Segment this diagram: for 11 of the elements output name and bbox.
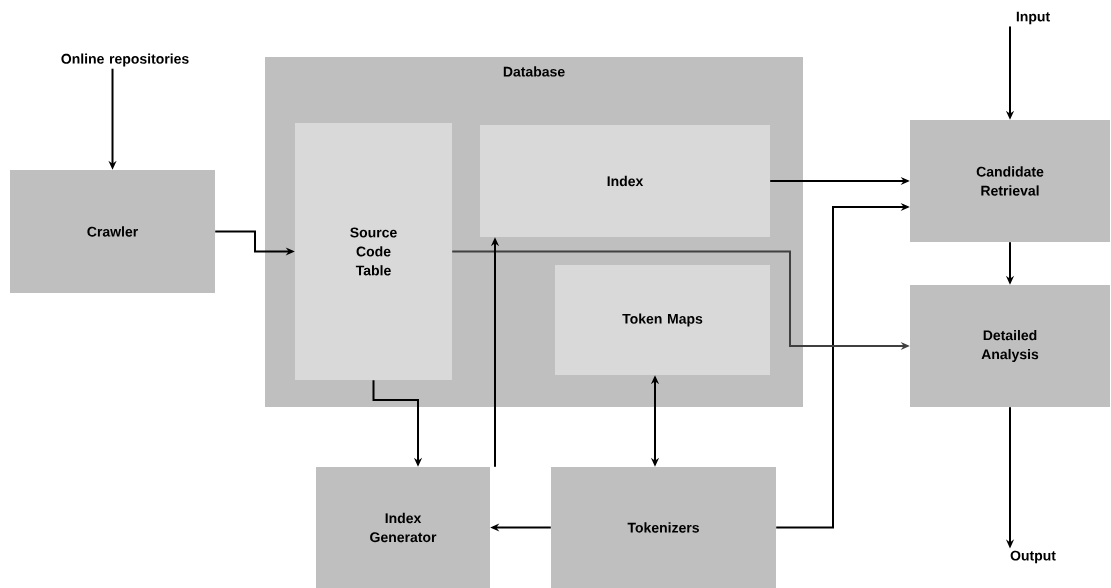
process-box: Tokenizers [551, 467, 776, 588]
table-box: Token Maps [555, 265, 770, 375]
text-label: Input [1016, 11, 1050, 25]
process-box: Candidate Retrieval [910, 120, 1110, 242]
process-box: Detailed Analysis [910, 285, 1110, 407]
table-box: Source Code Table [295, 123, 452, 380]
process-box: Crawler [10, 170, 215, 293]
text-label: Output [1010, 550, 1056, 564]
process-box: Index Generator [316, 467, 490, 588]
text-label: Online repositories [61, 53, 189, 67]
table-box: Index [480, 125, 770, 237]
